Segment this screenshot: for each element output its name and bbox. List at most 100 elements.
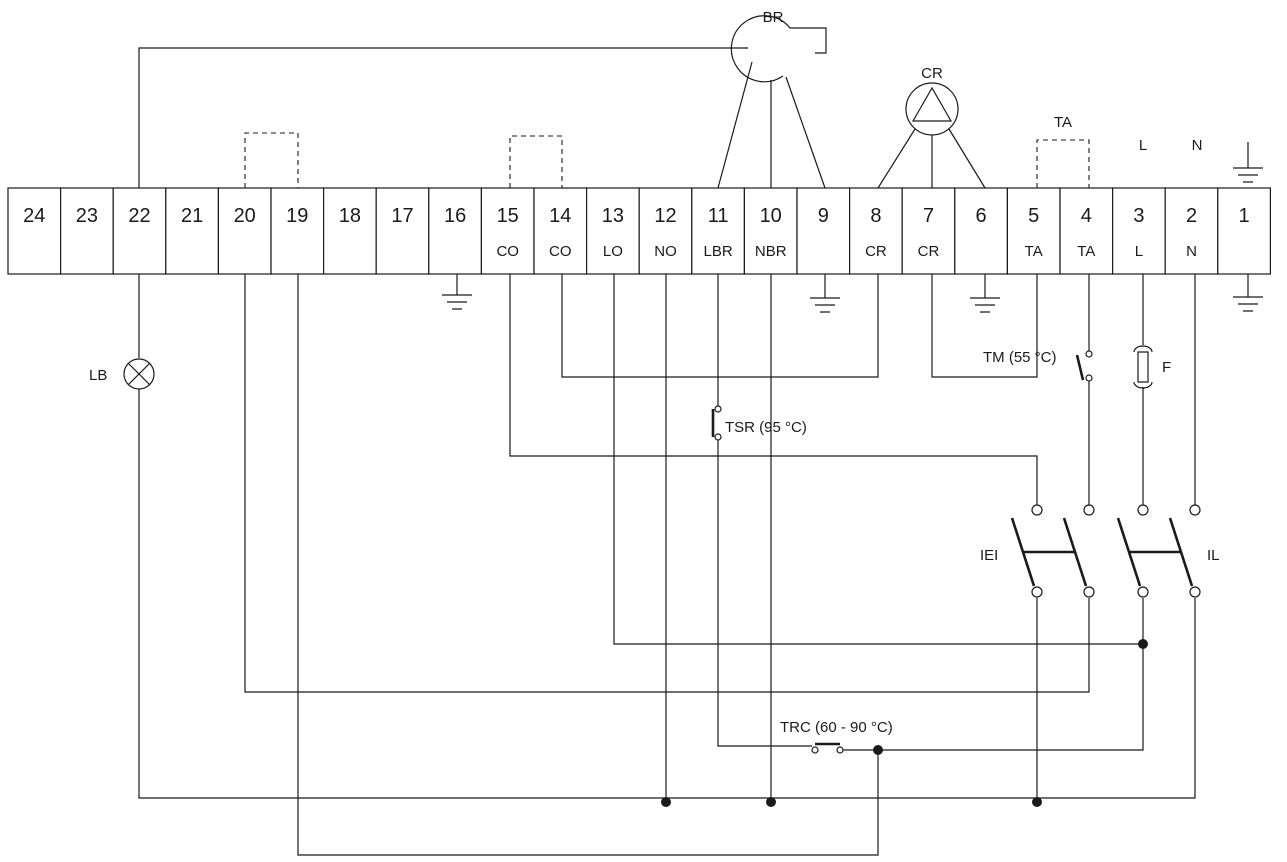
terminal-number: 21 [181, 205, 203, 227]
terminal-cell [638, 187, 693, 275]
terminal-function-label: NBR [755, 243, 787, 260]
terminal-cell [1217, 187, 1272, 275]
room-thermostat-label: TA [1054, 114, 1072, 131]
terminal-number: 23 [76, 205, 98, 227]
terminal-function-label: TA [1025, 243, 1043, 260]
terminal-cell [217, 187, 272, 275]
wire-11 [717, 274, 812, 747]
terminal-cell [796, 187, 851, 275]
thermostat-tm-label: TM (55 °C) [983, 349, 1057, 366]
tsr-switch-symbol [711, 405, 722, 441]
bridge-15-14 [509, 135, 563, 188]
terminal-cell [270, 187, 325, 275]
safety-thermostat-label: TSR (95 °C) [725, 419, 807, 436]
ground-symbol-1 [1233, 274, 1263, 312]
ground-symbol-6 [970, 274, 1000, 313]
terminal-cell [848, 187, 903, 275]
terminal-number: 12 [654, 205, 676, 227]
terminal-function-label: LBR [704, 243, 733, 260]
terminal-number: 20 [234, 205, 256, 227]
terminal-cell [428, 187, 482, 275]
terminal-function-label: TA [1077, 243, 1095, 260]
terminal-number: 14 [549, 205, 571, 227]
ground-symbol-9 [810, 274, 840, 313]
terminal-number: 10 [760, 205, 782, 227]
terminal-cell [7, 187, 62, 275]
terminal-number: 11 [708, 205, 729, 227]
burner-fan-symbol: BR [730, 9, 827, 83]
switch-iei-label: IEI [980, 547, 998, 564]
terminal-cell [743, 187, 798, 275]
terminal-cell [533, 187, 588, 275]
terminal-number: 4 [1081, 205, 1092, 227]
terminal-number: 3 [1133, 205, 1144, 227]
lamp-symbol [123, 358, 155, 390]
pump-symbol: CR [905, 65, 959, 136]
tm-switch-symbol [1075, 350, 1093, 382]
boiler-thermostat-label: TRC (60 - 90 °C) [780, 719, 893, 736]
wire-22-to-burner [138, 47, 748, 188]
terminal-cell [112, 187, 167, 275]
line-label: L [1139, 137, 1147, 154]
neutral-label: N [1192, 137, 1203, 154]
wire-7-to-5 [931, 274, 1038, 378]
terminal-number: 5 [1028, 205, 1039, 227]
wire-14-to-8 [561, 274, 879, 378]
wire-20 [244, 274, 1090, 693]
ground-symbol-16 [442, 274, 472, 310]
terminal-cell [954, 187, 1008, 275]
terminal-cell [1059, 187, 1114, 275]
terminal-number: 22 [128, 205, 150, 227]
terminal-cell [1111, 187, 1166, 275]
bridge-20-19 [244, 132, 299, 188]
terminal-number: 7 [923, 205, 934, 227]
terminal-cell [585, 187, 640, 275]
terminal-function-label: L [1135, 243, 1143, 260]
terminal-number: 15 [497, 205, 519, 227]
terminal-number: 24 [23, 205, 45, 227]
terminal-function-label: CR [918, 243, 940, 260]
terminal-number: 19 [286, 205, 308, 227]
terminal-cell [480, 187, 535, 275]
terminal-number: 17 [391, 205, 413, 227]
terminal-cell [165, 187, 220, 275]
fuse-symbol [1133, 345, 1153, 389]
switch-iei [1010, 504, 1095, 598]
lamp-label: LB [89, 367, 107, 384]
terminal-cell [901, 187, 956, 275]
terminal-number: 2 [1186, 205, 1197, 227]
terminal-number: 1 [1239, 205, 1250, 227]
burner-wires [717, 61, 826, 189]
terminal-cell [1164, 187, 1219, 275]
terminal-function-label: LO [603, 243, 623, 260]
terminal-cell [59, 187, 114, 275]
junction-dots [661, 639, 1148, 807]
terminal-function-label: N [1186, 243, 1197, 260]
terminal-function-label: NO [654, 243, 677, 260]
bridge-ta [1036, 139, 1090, 188]
terminal-cell [375, 187, 430, 275]
terminal-number: 9 [818, 205, 829, 227]
terminal-number: 18 [339, 205, 361, 227]
terminal-function-label: CR [865, 243, 887, 260]
terminal-function-label: CO [549, 243, 572, 260]
trc-switch-symbol [811, 742, 844, 754]
terminal-cell [323, 187, 377, 275]
terminal-function-label: CO [496, 243, 519, 260]
ground-symbol-top [1233, 142, 1263, 183]
fuse-label: F [1162, 359, 1171, 376]
terminal-cell [1006, 187, 1061, 275]
switch-il-label: IL [1207, 547, 1220, 564]
terminal-number: 13 [602, 205, 624, 227]
terminal-number: 6 [976, 205, 987, 227]
burner-label: BR [763, 9, 784, 26]
wire-15 [509, 274, 1038, 505]
wire-19 [297, 274, 879, 856]
switch-il [1116, 504, 1201, 598]
terminal-number: 16 [444, 205, 466, 227]
pump-label: CR [921, 65, 943, 82]
wire-13 [613, 274, 1143, 645]
terminal-cell [691, 187, 745, 275]
